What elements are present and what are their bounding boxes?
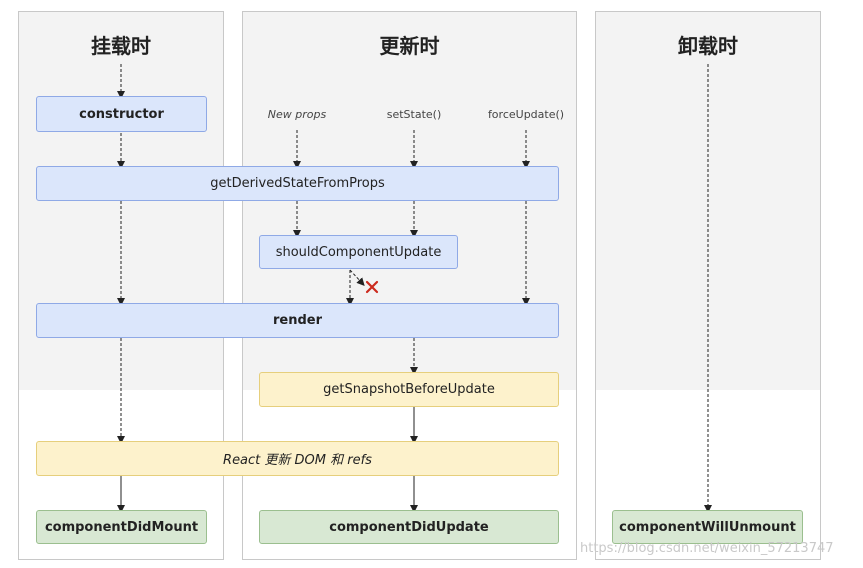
- update-column-title: 更新时: [379, 34, 440, 58]
- did-update-box: componentDidUpdate: [259, 510, 559, 544]
- watermark: https://blog.csdn.net/weixin_57213747: [580, 541, 834, 556]
- trigger-set-state: setState(): [386, 108, 442, 121]
- render-box: render: [36, 303, 559, 338]
- get-derived-state-box: getDerivedStateFromProps: [36, 166, 559, 201]
- unmount-column-title: 卸载时: [678, 34, 738, 58]
- did-mount-box: componentDidMount: [36, 510, 207, 544]
- trigger-force-update: forceUpdate(): [487, 108, 565, 121]
- arrow-scu-false: [349, 269, 365, 286]
- should-component-update-box: shouldComponentUpdate: [259, 235, 458, 269]
- snapshot-box: getSnapshotBeforeUpdate: [259, 372, 559, 407]
- constructor-box: constructor: [36, 96, 207, 132]
- react-update-dom-box: React 更新 DOM 和 refs: [36, 441, 559, 476]
- reject-cross-icon: [365, 280, 379, 294]
- will-unmount-box: componentWillUnmount: [612, 510, 803, 544]
- trigger-new-props: New props: [267, 108, 327, 121]
- mount-column-title: 挂载时: [91, 34, 151, 58]
